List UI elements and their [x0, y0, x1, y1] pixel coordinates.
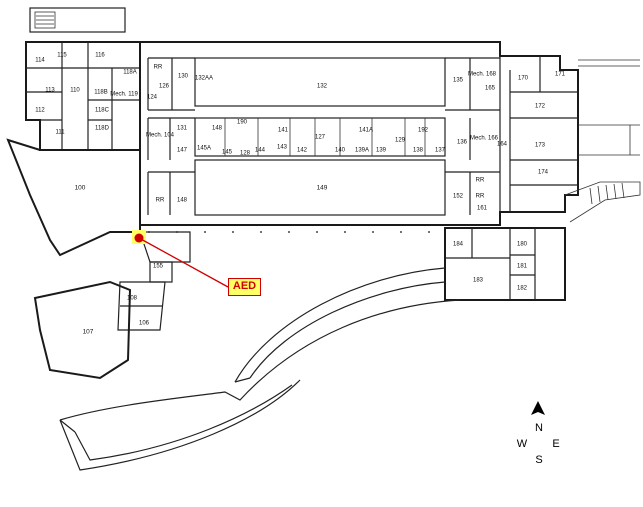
- svg-text:148: 148: [177, 198, 188, 204]
- compass-rose: N W E S: [517, 401, 560, 466]
- svg-text:128: 128: [240, 151, 251, 157]
- svg-text:113: 113: [45, 88, 55, 94]
- lobby-100: [6, 138, 141, 257]
- svg-text:127: 127: [315, 135, 326, 141]
- svg-text:152: 152: [453, 194, 464, 200]
- compass-east: E: [552, 438, 559, 450]
- svg-text:171: 171: [555, 72, 566, 78]
- svg-text:131: 131: [177, 126, 188, 132]
- svg-text:136: 136: [457, 140, 468, 146]
- svg-text:106: 106: [139, 321, 150, 327]
- svg-text:116: 116: [95, 53, 105, 59]
- svg-text:141: 141: [278, 128, 289, 134]
- room-labels: 114 115 116 118A 113 110 118B Mech. 119 …: [35, 53, 565, 336]
- svg-text:180: 180: [517, 242, 528, 248]
- svg-text:100: 100: [75, 185, 86, 192]
- svg-text:RR: RR: [154, 65, 163, 71]
- svg-text:143: 143: [277, 145, 288, 151]
- svg-text:108: 108: [127, 296, 138, 302]
- svg-text:140: 140: [335, 148, 346, 154]
- svg-text:139: 139: [376, 148, 387, 154]
- svg-text:130: 130: [178, 74, 189, 80]
- svg-text:155: 155: [153, 264, 164, 270]
- compass-south: S: [535, 454, 542, 466]
- svg-text:118A: 118A: [123, 70, 137, 76]
- svg-text:Mech. 168: Mech. 168: [468, 72, 497, 78]
- svg-text:129: 129: [395, 138, 406, 144]
- svg-text:174: 174: [538, 170, 549, 176]
- svg-text:145A: 145A: [197, 146, 211, 152]
- svg-text:139A: 139A: [355, 148, 369, 154]
- compass-west: W: [517, 438, 528, 450]
- svg-text:Mech. 104: Mech. 104: [146, 133, 175, 139]
- room-107: [33, 280, 132, 380]
- svg-text:RR: RR: [476, 178, 485, 184]
- svg-text:181: 181: [517, 264, 528, 270]
- svg-text:132AA: 132AA: [195, 76, 213, 82]
- svg-text:183: 183: [473, 278, 484, 284]
- southeast-block: [444, 227, 566, 301]
- svg-text:132: 132: [317, 84, 328, 90]
- svg-text:161: 161: [477, 206, 488, 212]
- svg-text:126: 126: [159, 84, 170, 90]
- svg-text:172: 172: [535, 104, 546, 110]
- svg-text:111: 111: [55, 130, 65, 136]
- svg-text:192: 192: [418, 128, 429, 134]
- svg-text:165: 165: [485, 86, 496, 92]
- svg-text:164: 164: [497, 142, 508, 148]
- svg-text:147: 147: [177, 148, 188, 154]
- svg-text:137: 137: [435, 148, 446, 154]
- svg-text:112: 112: [35, 108, 45, 114]
- svg-text:184: 184: [453, 242, 464, 248]
- svg-text:118B: 118B: [94, 90, 108, 96]
- svg-text:135: 135: [453, 78, 464, 84]
- svg-text:115: 115: [57, 53, 67, 59]
- svg-text:182: 182: [517, 286, 528, 292]
- svg-text:138: 138: [413, 148, 424, 154]
- svg-text:141A: 141A: [359, 128, 373, 134]
- svg-text:Mech. 119: Mech. 119: [110, 92, 138, 98]
- svg-text:124: 124: [147, 95, 158, 101]
- top-structure: [29, 7, 126, 33]
- svg-text:107: 107: [83, 329, 94, 336]
- aed-label: AED: [228, 278, 261, 296]
- compass-north: N: [535, 422, 543, 434]
- svg-text:144: 144: [255, 148, 266, 154]
- svg-text:118C: 118C: [95, 108, 110, 114]
- svg-text:RR: RR: [156, 198, 165, 204]
- svg-text:142: 142: [297, 148, 308, 154]
- svg-text:145: 145: [222, 150, 233, 156]
- svg-text:148: 148: [212, 126, 223, 132]
- svg-text:118D: 118D: [95, 126, 110, 132]
- svg-text:149: 149: [317, 185, 328, 192]
- north-arrow-icon: [531, 401, 545, 415]
- svg-text:110: 110: [70, 88, 80, 94]
- svg-text:114: 114: [35, 58, 45, 64]
- svg-text:173: 173: [535, 143, 546, 149]
- svg-text:190: 190: [237, 120, 248, 126]
- svg-text:170: 170: [518, 76, 529, 82]
- aed-pointer-line: [138, 237, 229, 288]
- svg-text:Mech. 166: Mech. 166: [470, 136, 499, 142]
- svg-text:RR: RR: [476, 194, 485, 200]
- curved-walkway-outer: [234, 267, 446, 383]
